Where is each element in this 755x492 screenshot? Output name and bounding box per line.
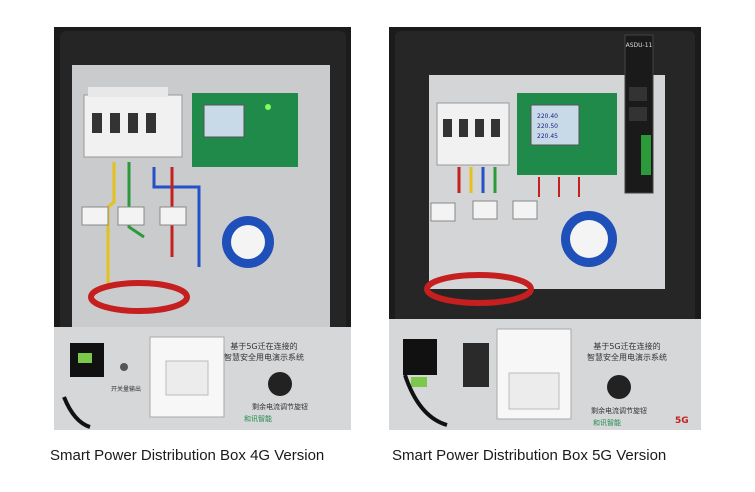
breaker-lever-4 (146, 113, 156, 133)
terminal-1 (81, 206, 109, 226)
brand-label: 和讯智能 (244, 414, 272, 423)
display-line-1: 220.40 (537, 113, 558, 120)
socket-face (165, 360, 209, 396)
brand-label: 和讯智能 (593, 418, 621, 427)
knob-label: 剩余电流调节旋钮 (591, 406, 647, 415)
meter-display (203, 104, 245, 138)
current-transformer (88, 280, 190, 314)
meter-display (530, 104, 580, 146)
breaker-lever-2 (110, 113, 120, 133)
power-cable (403, 374, 448, 427)
display-line-2: 220.50 (537, 123, 558, 130)
wire-blue (152, 167, 201, 267)
meter-led (265, 104, 271, 110)
router-terminal (641, 135, 651, 175)
photo-5g-box: ASDU-11 220.40 220.50 220.45 (389, 27, 701, 430)
router-label: ASDU-11 (626, 42, 653, 49)
badge-5g: 5G (675, 416, 689, 426)
lamp-lens (570, 220, 608, 258)
breaker-lever-1 (443, 119, 452, 137)
panel-label-line1: 基于5G迁在连接的 (593, 341, 660, 351)
terminal-3 (159, 206, 187, 226)
terminal-1 (430, 202, 456, 222)
display-line-3: 220.45 (537, 133, 558, 140)
wire-green (127, 162, 145, 239)
panel-label-line2: 智慧安全用电演示系统 (587, 352, 667, 362)
wire-yellow (106, 162, 116, 287)
breaker-top (88, 87, 168, 97)
knob-label: 剩余电流调节旋钮 (252, 402, 308, 411)
terminal-2 (472, 200, 498, 220)
photo-4g-box-image: 基于5G迁在连接的 智慧安全用电演示系统 剩余电流调节旋钮 开关量输出 和讯智能 (54, 27, 351, 430)
power-switch (411, 377, 427, 387)
photo-5g-box-image: ASDU-11 220.40 220.50 220.45 (389, 27, 701, 430)
terminal-2 (117, 206, 145, 226)
switch-output-label: 开关量输出 (111, 385, 141, 393)
photo-4g-box: 基于5G迁在连接的 智慧安全用电演示系统 剩余电流调节旋钮 开关量输出 和讯智能 (54, 27, 351, 430)
panel-label-line2: 智慧安全用电演示系统 (224, 352, 304, 362)
meter-wires (538, 177, 580, 197)
breaker-lever-4 (491, 119, 500, 137)
breaker-lever-2 (459, 119, 468, 137)
lamp-lens (231, 225, 265, 259)
router-port-1 (629, 87, 647, 101)
panel-label-line1: 基于5G迁在连接的 (230, 341, 297, 351)
caption-4g: Smart Power Distribution Box 4G Version (50, 447, 325, 464)
knob (607, 375, 631, 399)
breaker-lever-1 (92, 113, 102, 133)
current-transformer (424, 272, 534, 306)
power-inlet (403, 339, 437, 375)
socket-switch (508, 372, 560, 410)
knob (268, 372, 292, 396)
breaker-lever-3 (128, 113, 138, 133)
terminal-3 (512, 200, 538, 220)
power-cable (62, 396, 91, 429)
status-led (120, 363, 128, 371)
toggle-switch (463, 343, 489, 387)
power-switch (78, 353, 92, 363)
caption-5g: Smart Power Distribution Box 5G Version (392, 447, 667, 464)
breaker-lever-3 (475, 119, 484, 137)
router-port-2 (629, 107, 647, 121)
